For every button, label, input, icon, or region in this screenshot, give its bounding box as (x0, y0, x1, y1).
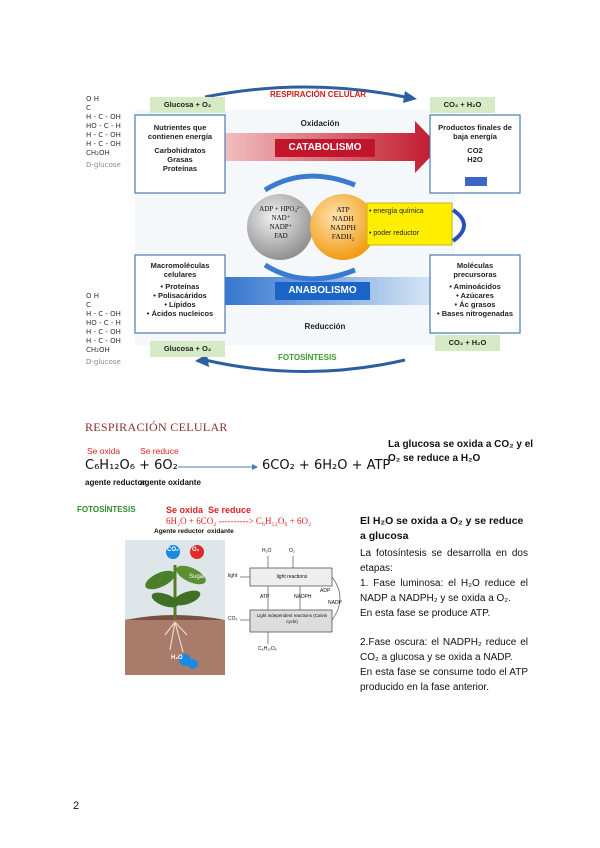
eq1-right: 6CO₂ + 6H₂O + ATP (262, 458, 391, 473)
glucosa-top: Glucosa + O₂ (163, 100, 212, 109)
glucosa-bottom-box (150, 341, 225, 357)
macromoleculas-box (134, 254, 226, 334)
scheme-light: light (228, 573, 238, 579)
adp-circle (247, 194, 313, 260)
nutrientes-box (134, 114, 226, 194)
glucosa-top-box (150, 97, 225, 113)
photo-p2: 1. Fase luminosa: el H₂O reduce el NADP … (360, 578, 528, 604)
energy-box (366, 202, 453, 246)
eq1-agente-reductor: agente reductor (85, 478, 146, 487)
plant-h2o: H₂O (171, 655, 183, 661)
scheme-svg (240, 556, 341, 644)
scheme-sugar: C₆H₁₂O₆ (258, 646, 277, 652)
photo-p4: 2.Fase oscura: el NADPH₂ reduce el CO₂ a… (360, 637, 528, 663)
reduccion-label: Reducción (304, 322, 346, 331)
photo-label: FOTOSÍNTESIS (77, 505, 136, 514)
eq1-agente-oxidante: agente oxidante (140, 478, 201, 487)
photo-p3: En esta fase se produce ATP. (360, 608, 491, 619)
anabolismo-label: ANABOLISMO (275, 282, 370, 300)
cycle-arrow-bottom (263, 262, 356, 282)
scheme-nadph: NADPH (294, 594, 312, 600)
photo-equation: 6H₂O + 6CO₂ ----------> C₆H₁₂O₆ + 6O₂ (166, 516, 312, 526)
energia-quimica: • energía química (369, 208, 424, 215)
scheme-o2: O₂ (289, 548, 295, 554)
adp-text: ADP + HPO₄²⁻NAD⁺ NADP⁺FAD (259, 205, 303, 240)
plant-o2: O₂ (192, 547, 200, 553)
productos-swatch (465, 177, 487, 186)
plant-svg (125, 540, 225, 675)
eq1-se-reduce: Se reduce (140, 446, 179, 456)
co2-top: CO₂ + H₂O (443, 100, 482, 109)
eq1-se-oxida: Se oxida (87, 446, 121, 456)
scheme-nadp: NADP (328, 600, 342, 606)
co2-top-box (430, 97, 495, 113)
cycle-arrow-top (263, 173, 356, 193)
respiracion-label: RESPIRACIÓN CELULAR (270, 90, 367, 99)
oxidacion-label: Oxidación (300, 119, 340, 128)
fotosintesis-label: FOTOSÍNTESIS (278, 353, 337, 362)
photo-p1: La fotosíntesis se desarrolla en dos eta… (360, 548, 528, 574)
eq1-arrow (178, 464, 258, 470)
photo-description: La fotosíntesis se desarrolla en dos eta… (360, 546, 528, 695)
plant-co2: CO₂ (167, 547, 179, 553)
co2-bottom-box (435, 335, 500, 351)
scheme-adp: ADP (320, 588, 331, 594)
scheme-co2: CO₂ (228, 616, 238, 622)
catabolismo-label: CATABOLISMO (275, 139, 375, 157)
metabolism-diagram: RESPIRACIÓN CELULAR FOTOSÍNTESIS Glucosa… (75, 85, 535, 385)
plant-illustration: CO₂ O₂ H₂O Sugar (125, 540, 225, 675)
eq1-left: C₆H₁₂O₆ + 6O₂ (85, 458, 178, 473)
photosynthesis-curve (204, 358, 406, 373)
co2-bottom: CO₂ + H₂O (448, 338, 487, 347)
photo-heading: El H₂O se oxida a O₂ y se reduce a gluco… (360, 515, 524, 542)
eq1-note: La glucosa se oxida a CO₂ y el O₂ se red… (388, 439, 534, 464)
photo-oxidante: oxidante (207, 528, 234, 535)
photosynthesis-scheme: H₂O O₂ light light reactions ATP NADPH A… (228, 548, 353, 666)
page-number: 2 (73, 800, 80, 812)
scheme-h2o: H₂O (262, 548, 272, 554)
photo-agente-reductor: Agente reductor (154, 528, 205, 535)
plant-sugar: Sugar (189, 574, 206, 580)
precursoras-box (429, 254, 521, 334)
respiration-curve (204, 85, 406, 99)
glucosa-bottom: Glucosa + O₂ (163, 344, 212, 353)
scheme-atp: ATP (260, 594, 270, 600)
photo-se-reduce: Se reduce (208, 505, 252, 515)
section-title: RESPIRACIÓN CELULAR (85, 420, 228, 434)
scheme-light-reactions: light reactions (276, 574, 308, 580)
atp-circle (310, 194, 376, 260)
photo-se-oxida: Se oxida (166, 505, 204, 515)
scheme-calvin: Light independent reactions (Calvin cycl… (256, 613, 328, 624)
poder-reductor: • poder reductor (369, 230, 419, 237)
photo-p5: En esta fase se consume todo el ATP prod… (360, 667, 528, 693)
